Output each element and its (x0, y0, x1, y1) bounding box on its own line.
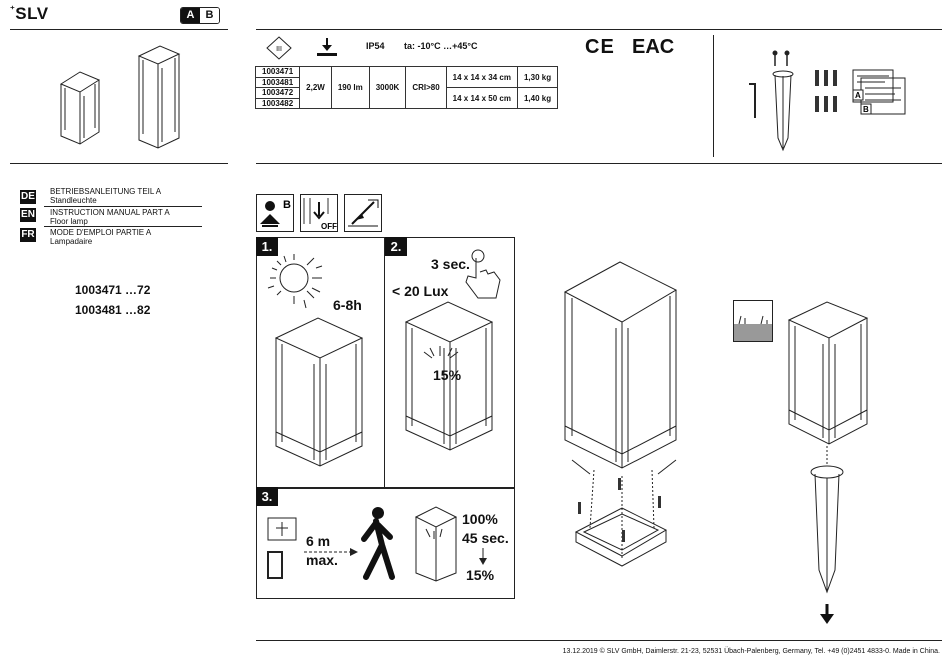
lux-threshold: < 20 Lux (392, 283, 449, 299)
divider (256, 640, 942, 641)
article-range: 1003471 …72 (75, 283, 151, 297)
divider (256, 29, 942, 30)
cri-cell: CRI>80 (405, 66, 447, 109)
product-thumbnails (59, 45, 181, 149)
lamp-dim-illustration (404, 301, 494, 451)
dimensions-cell: 14 x 14 x 34 cm (445, 66, 518, 88)
part-a-badge: A (181, 8, 200, 23)
lamp-bright-illustration (414, 506, 458, 582)
sensor-lamp-icon (267, 517, 297, 579)
weight-cell: 1,30 kg (516, 66, 559, 88)
power-off-icon: OFF (300, 194, 338, 232)
lang-title-fr: MODE D'EMPLOI PARTIE A (50, 228, 152, 237)
divider (10, 29, 228, 30)
dim-level: 15% (433, 367, 462, 383)
read-manual-b-icon: B (256, 194, 294, 232)
temperature-range: ta: -10°C …+45°C (404, 41, 478, 51)
surface-mount-icon (317, 38, 337, 56)
detection-distance: 6 m (306, 533, 331, 549)
lang-subtitle-de: Standleuchte (50, 196, 97, 205)
kit-label-b: B (863, 105, 869, 114)
divider (713, 35, 714, 157)
no-drilling-icon (344, 194, 382, 232)
part-b-badge: B (200, 8, 219, 23)
lang-code-en: EN (20, 208, 36, 222)
divider (44, 226, 202, 227)
finger-press-icon (465, 249, 501, 299)
press-duration: 3 sec. (431, 256, 470, 272)
divider (384, 237, 385, 487)
bright-duration: 45 sec. (462, 530, 509, 546)
eac-mark: EAC (632, 36, 675, 58)
lamp-charging-illustration (274, 317, 364, 467)
lang-subtitle-en: Floor lamp (50, 217, 88, 226)
divider (256, 163, 942, 164)
brand-logo: ⁺SLV (10, 4, 49, 23)
step-2-number: 2. (385, 237, 407, 256)
detection-distance-note: max. (306, 552, 338, 568)
arrow-down-icon (479, 548, 487, 565)
lumen-cell: 190 lm (330, 66, 370, 109)
article-number: 1003482 (254, 97, 301, 109)
color-temp-cell: 3000K (368, 66, 407, 109)
direction-arrow-icon (304, 548, 358, 556)
protection-rating: IP54 (366, 41, 385, 51)
article-number: 1003481 (254, 76, 301, 88)
part-indicator: A B (180, 7, 220, 24)
dim-after-level: 15% (466, 567, 495, 583)
walking-person-icon (361, 507, 395, 580)
spec-table: 1003471 2,2W 190 lm 3000K CRI>80 14 x 14… (254, 66, 559, 109)
sun-icon (267, 254, 323, 309)
article-number: 1003471 (254, 66, 301, 78)
divider (44, 206, 202, 207)
lang-title-de: BETRIEBSANLEITUNG TEIL A (50, 187, 162, 196)
footer-text: 13.12.2019 © SLV GmbH, Daimlerstr. 21-23… (562, 648, 940, 655)
lang-code-fr: FR (20, 228, 36, 242)
kit-contents-illustration: A B (749, 50, 906, 152)
lang-title-en: INSTRUCTION MANUAL PART A (50, 208, 170, 217)
weight-cell: 1,40 kg (516, 87, 559, 109)
ground-icon (733, 300, 773, 342)
step-1-number: 1. (256, 237, 278, 256)
bright-level: 100% (462, 511, 498, 527)
dimensions-cell: 14 x 14 x 50 cm (445, 87, 518, 109)
assembly-illustration (563, 261, 678, 567)
spike-installation-illustration (787, 301, 869, 624)
divider (10, 163, 228, 164)
lang-code-de: DE (20, 190, 36, 204)
step-3-number: 3. (256, 487, 278, 506)
power-cell: 2,2W (299, 66, 332, 109)
protection-class-iii-icon: III (266, 36, 292, 60)
svg-text:OFF: OFF (321, 222, 337, 231)
kit-label-a: A (855, 91, 861, 100)
article-number: 1003472 (254, 87, 301, 99)
step-3-panel (256, 487, 515, 599)
svg-text:III: III (276, 46, 282, 53)
charge-duration: 6-8h (333, 297, 362, 313)
lang-subtitle-fr: Lampadaire (50, 237, 93, 246)
ce-mark: CE (585, 36, 615, 58)
article-range: 1003481 …82 (75, 303, 151, 317)
svg-text:B: B (283, 199, 291, 211)
